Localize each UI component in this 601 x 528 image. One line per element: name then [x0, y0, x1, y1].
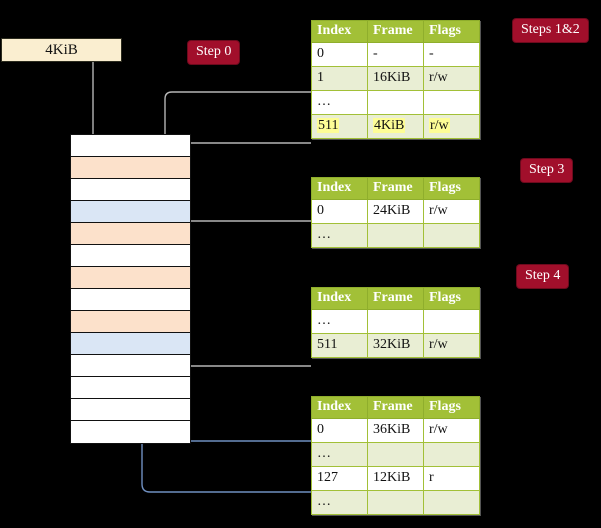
memory-row-3	[71, 201, 190, 223]
cell-index: 511	[311, 333, 368, 358]
cell-flags: r/w	[423, 199, 480, 224]
highlighted-value: 4KiB	[373, 118, 406, 133]
cell-frame	[367, 490, 424, 515]
memory-row-5	[71, 245, 190, 267]
cell-index: …	[311, 223, 368, 248]
column-header-index: Index	[311, 20, 368, 43]
memory-row-9	[71, 333, 190, 355]
table-row: …	[311, 442, 480, 467]
frame-label-text: 4KiB	[45, 42, 78, 58]
cell-flags	[423, 309, 480, 334]
memory-row-0	[71, 135, 190, 157]
cell-index: 0	[311, 418, 368, 443]
frame-label-box: 4KiB	[1, 38, 122, 62]
column-header-flags: Flags	[423, 20, 480, 43]
badge-steps-1-2: Steps 1&2	[513, 19, 588, 42]
column-header-frame: Frame	[367, 287, 424, 310]
cell-frame: 36KiB	[367, 418, 424, 443]
column-header-index: Index	[311, 287, 368, 310]
table-row: …	[311, 490, 480, 515]
cell-flags: r/w	[423, 114, 480, 139]
cell-frame: 4KiB	[367, 114, 424, 139]
cell-frame	[367, 309, 424, 334]
table-row: 0--	[311, 42, 480, 67]
memory-row-13	[71, 421, 190, 443]
cell-frame	[367, 442, 424, 467]
cell-flags: -	[423, 42, 480, 67]
badge-step-0: Step 0	[188, 41, 240, 64]
column-header-frame: Frame	[367, 20, 424, 43]
highlighted-value: 511	[317, 118, 340, 133]
column-header-flags: Flags	[423, 177, 480, 200]
cell-index: 0	[311, 199, 368, 224]
highlighted-value: r/w	[429, 118, 450, 133]
cell-flags: r/w	[423, 66, 480, 91]
memory-row-10	[71, 355, 190, 377]
cell-flags	[423, 90, 480, 115]
cell-flags: r	[423, 466, 480, 491]
badge-step-4: Step 4	[517, 265, 569, 288]
memory-row-11	[71, 377, 190, 399]
table-row: …	[311, 309, 480, 334]
column-header-index: Index	[311, 396, 368, 419]
cell-frame: 16KiB	[367, 66, 424, 91]
cell-index: …	[311, 309, 368, 334]
cell-flags	[423, 442, 480, 467]
cell-index: 1	[311, 66, 368, 91]
cell-frame: 32KiB	[367, 333, 424, 358]
memory-row-1	[71, 157, 190, 179]
cell-index: 127	[311, 466, 368, 491]
cell-flags: r/w	[423, 333, 480, 358]
cell-frame	[367, 223, 424, 248]
cell-frame: 24KiB	[367, 199, 424, 224]
cell-index: …	[311, 90, 368, 115]
memory-row-4	[71, 223, 190, 245]
cell-flags	[423, 490, 480, 515]
table-row: …	[311, 90, 480, 115]
column-header-index: Index	[311, 177, 368, 200]
badge-step-3: Step 3	[521, 159, 573, 182]
memory-row-2	[71, 179, 190, 201]
memory-row-12	[71, 399, 190, 421]
column-header-flags: Flags	[423, 287, 480, 310]
cell-frame: -	[367, 42, 424, 67]
cell-flags	[423, 223, 480, 248]
cell-index: 511	[311, 114, 368, 139]
column-header-frame: Frame	[367, 177, 424, 200]
column-header-frame: Frame	[367, 396, 424, 419]
cell-frame: 12KiB	[367, 466, 424, 491]
memory-row-6	[71, 267, 190, 289]
memory-row-8	[71, 311, 190, 333]
memory-column	[70, 134, 191, 444]
cell-frame	[367, 90, 424, 115]
cell-index: …	[311, 490, 368, 515]
table-row: …	[311, 223, 480, 248]
memory-row-7	[71, 289, 190, 311]
column-header-flags: Flags	[423, 396, 480, 419]
table-row: 511 4KiB r/w	[311, 114, 480, 139]
cell-index: 0	[311, 42, 368, 67]
cell-flags: r/w	[423, 418, 480, 443]
cell-index: …	[311, 442, 368, 467]
